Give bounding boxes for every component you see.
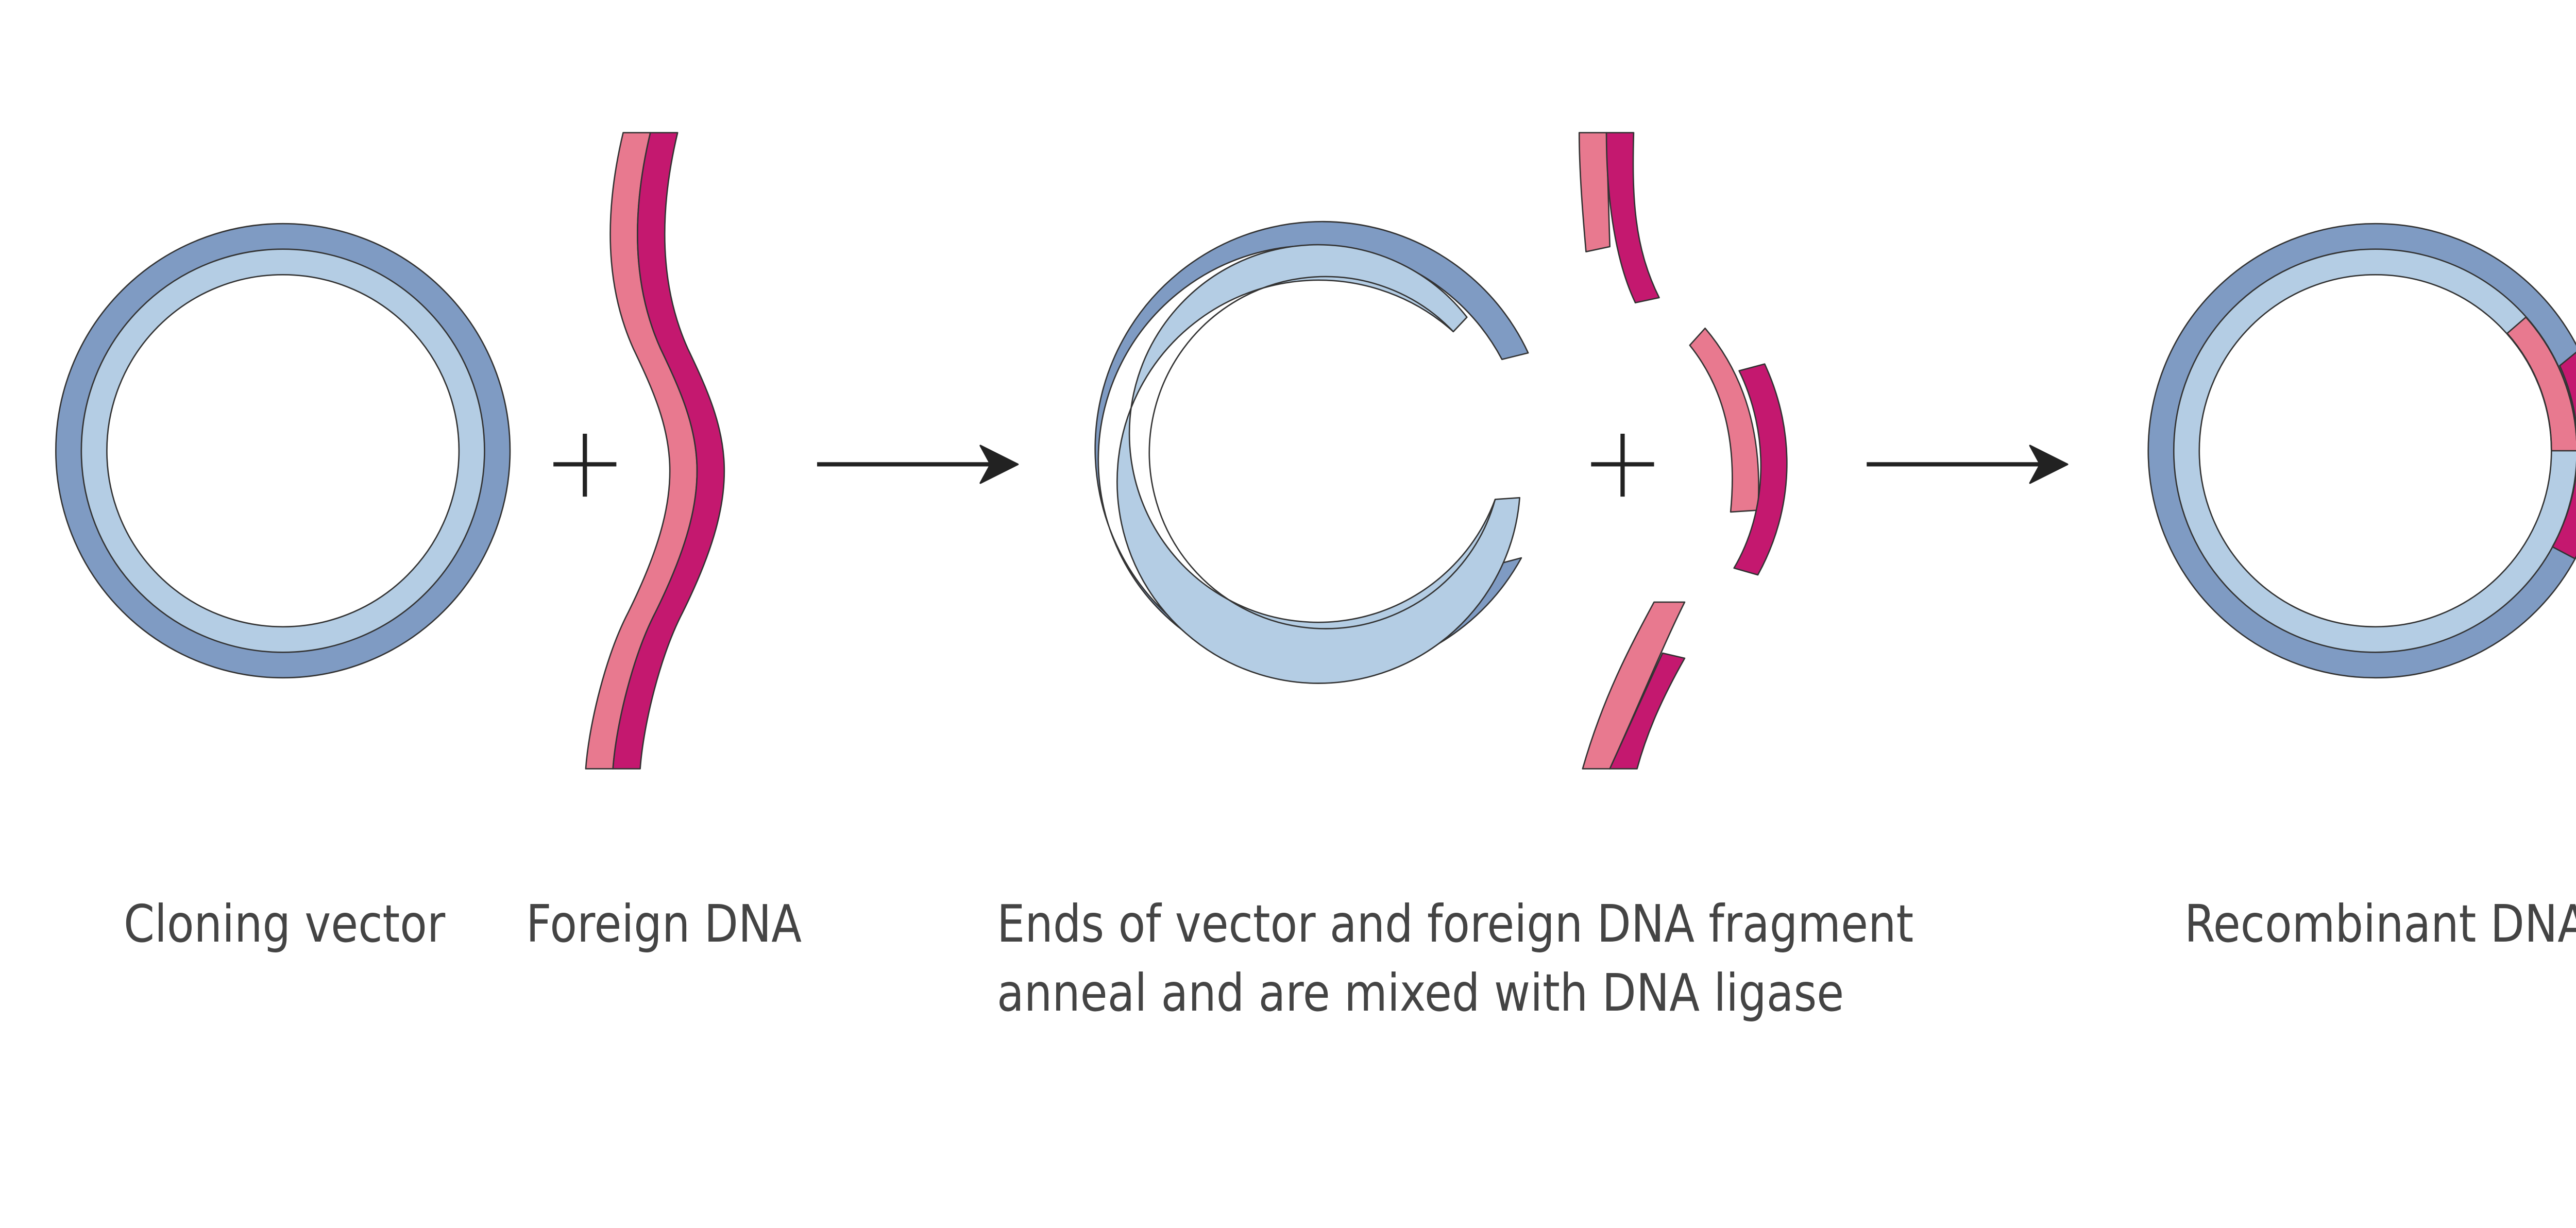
cloning-vector-caption: Cloning vector [124, 894, 446, 954]
foreign-dna-strands [585, 132, 725, 770]
bottom-fragment-dark-strand [1609, 652, 1686, 770]
arrow-right-icon [1867, 445, 2069, 484]
plus-sign [553, 433, 617, 497]
cut-vector-inner-strand [1116, 244, 1520, 684]
cloning-vector-plasmid [55, 223, 511, 679]
ends-anneal-caption-line-2: anneal and are mixed with DNA ligase [997, 963, 1844, 1023]
recombinant-dna-caption: Recombinant DNA [2184, 894, 2576, 954]
foreign-dna-dark-strand [612, 132, 725, 770]
middle-fragment-light-strand [1689, 327, 1759, 513]
top-fragment-light-strand [1578, 132, 1611, 253]
cut-vector-outer-strand [1094, 220, 1529, 677]
recombinant-plasmid [2147, 223, 2576, 679]
foreign-dna-fragments [1578, 132, 1788, 770]
arrow-right-icon [817, 445, 1019, 484]
top-fragment-dark-strand [1605, 132, 1660, 304]
foreign-dna-caption: Foreign DNA [526, 894, 802, 954]
plus-sign [1591, 433, 1654, 497]
middle-fragment-dark-strand [1733, 363, 1788, 576]
recombinant-outer-strand [2148, 224, 2576, 678]
cut-vector-plasmid [1094, 220, 1529, 684]
vector-inner-strand [81, 249, 485, 653]
ends-anneal-caption-line-1: Ends of vector and foreign DNA fragment [997, 894, 1914, 954]
vector-outer-strand [56, 224, 510, 678]
recombinant-inner-strand [2174, 249, 2576, 653]
